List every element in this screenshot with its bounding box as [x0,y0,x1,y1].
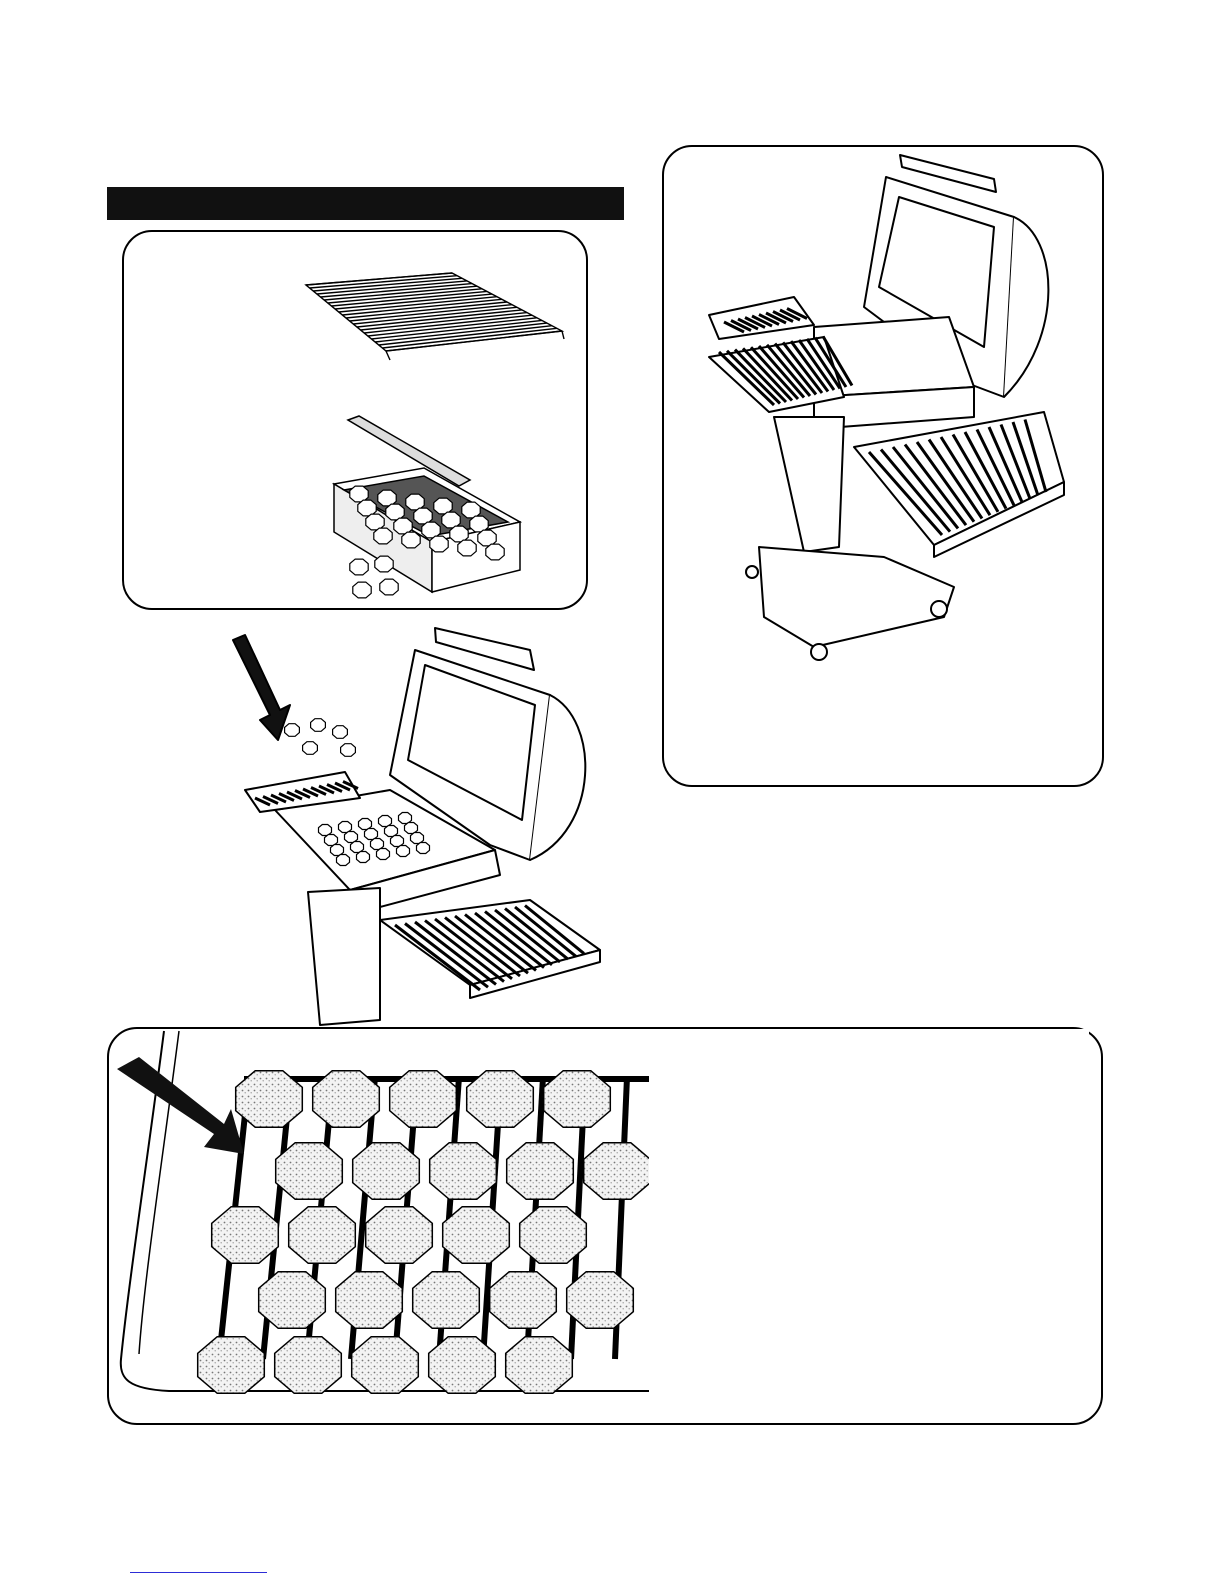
parts-panel [122,230,588,610]
briquette-icon [397,846,410,857]
briquette-icon [506,1337,573,1394]
briquette-icon [337,855,350,866]
briquette-icon [341,744,356,757]
briquette-box-icon [124,232,590,612]
briquette-icon [567,1272,634,1329]
briquette-icon [198,1337,265,1394]
briquette-icon [507,1143,574,1200]
briquette-icon [333,726,348,739]
briquette-icon [374,528,392,544]
briquette-icon [377,849,390,860]
briquette-icon [325,835,338,846]
briquette-icon [259,1272,326,1329]
briquette-icon [311,719,326,732]
briquette-icon [402,532,420,548]
briquette-icon [352,1337,419,1394]
briquette-icon [379,816,392,827]
briquette-icon [212,1207,279,1264]
briquette-icon [357,852,370,863]
briquette-icon [285,724,300,737]
briquette-icon [351,842,364,853]
briquette-icon [236,1071,303,1128]
briquette-icon [430,536,448,552]
briquette-closeup-icon [109,1029,1105,1427]
briquette-icon [289,1207,356,1264]
grill-open-panel [662,145,1104,787]
briquette-closeup-panel [107,1027,1103,1425]
briquette-icon [417,843,430,854]
briquette-icon [276,1143,343,1200]
briquette-icon [429,1337,496,1394]
briquette-icon [490,1272,557,1329]
briquette-icon [411,833,424,844]
section-header-bar [107,187,624,220]
briquette-icon [336,1272,403,1329]
briquette-icon [353,1143,420,1200]
briquette-icon [359,819,372,830]
briquette-icon [405,823,418,834]
briquette-icon [520,1207,587,1264]
briquette-icon [380,579,398,595]
grill-icon [664,147,1106,789]
briquette-icon [339,822,352,833]
briquette-icon [353,582,371,598]
grill-with-briquettes-icon [230,620,610,1030]
briquette-icon [303,742,318,755]
briquette-icon [375,556,393,572]
briquette-icon [584,1143,651,1200]
briquette-icon [319,825,332,836]
briquette-icon [391,836,404,847]
briquette-icon [413,1272,480,1329]
briquette-icon [275,1337,342,1394]
briquette-icon [467,1071,534,1128]
briquette-icon [399,813,412,824]
briquette-icon [443,1207,510,1264]
briquette-icon [345,832,358,843]
briquette-icon [544,1071,611,1128]
briquette-icon [365,829,378,840]
briquette-icon [366,1207,433,1264]
briquette-icon [350,559,368,575]
briquette-icon [430,1143,497,1200]
briquette-icon [458,540,476,556]
briquette-icon [385,826,398,837]
briquette-icon [313,1071,380,1128]
briquette-icon [331,845,344,856]
briquette-icon [486,544,504,560]
footer-link[interactable] [130,1572,267,1573]
arrow-icon [233,635,290,740]
briquette-icon [390,1071,457,1128]
briquette-icon [371,839,384,850]
arrow-icon [117,1057,244,1154]
